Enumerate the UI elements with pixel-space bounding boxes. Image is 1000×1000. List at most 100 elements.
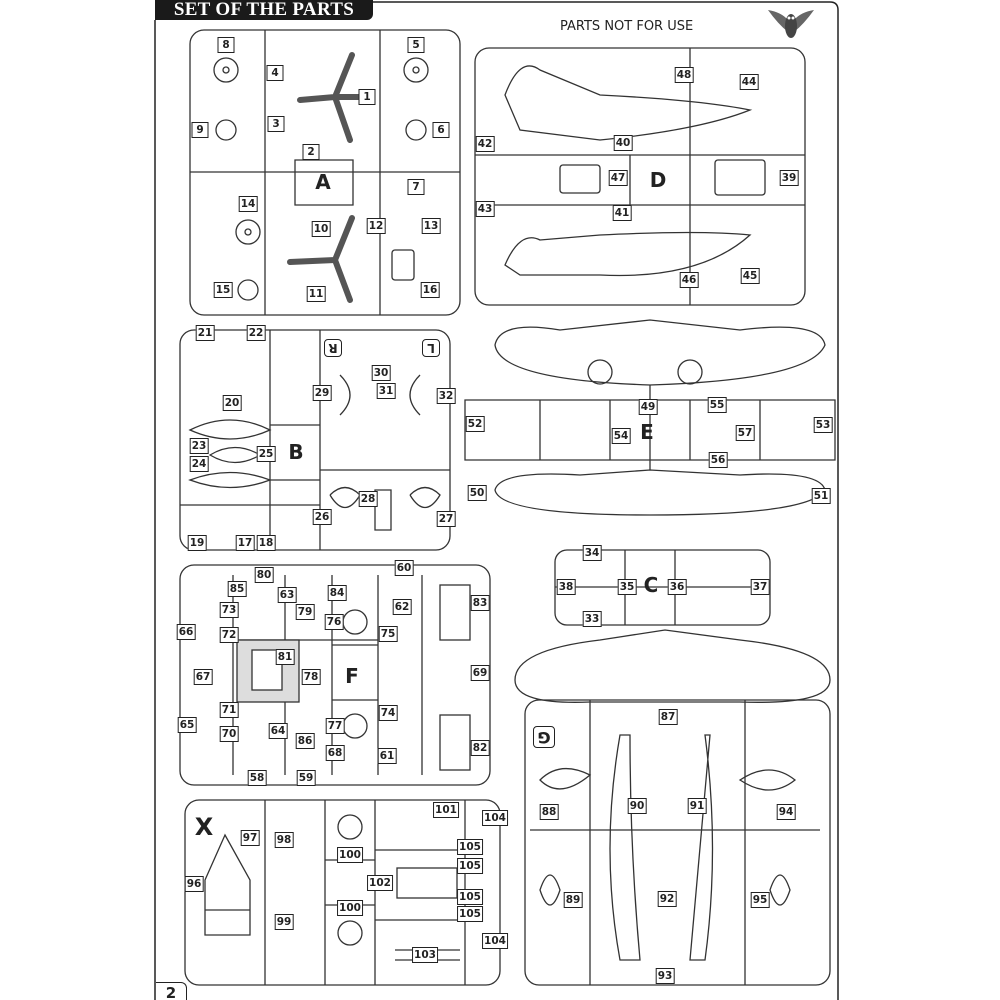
part-number-label-d: 44 <box>739 74 759 90</box>
sprue-f-letter: F <box>345 664 359 688</box>
part-number-label-f: 86 <box>295 733 315 749</box>
part-number-label-f: 85 <box>227 581 247 597</box>
part-number-label-e: 49 <box>638 399 658 415</box>
part-number-label-x: 99 <box>274 914 294 930</box>
part-number-label-b: 25 <box>256 446 276 462</box>
part-number-label-x: 102 <box>367 875 393 891</box>
part-number-label-a: 8 <box>217 37 235 53</box>
part-number-label-g: 90 <box>627 798 647 814</box>
part-number-label-b: 22 <box>246 325 266 341</box>
part-number-label-f: 65 <box>177 717 197 733</box>
part-number-label-a: 10 <box>311 221 331 237</box>
part-number-label-g: 87 <box>658 709 678 725</box>
part-number-label-d: 46 <box>679 272 699 288</box>
part-number-label-e: 51 <box>811 488 831 504</box>
part-number-label-f: 78 <box>301 669 321 685</box>
part-number-label-c: 33 <box>582 611 602 627</box>
part-number-label-c: 34 <box>582 545 602 561</box>
page-title: SET OF THE PARTS <box>155 0 373 20</box>
part-number-label-c: 36 <box>667 579 687 595</box>
sprue-g-frame <box>514 629 831 986</box>
part-number-label-g: 95 <box>750 892 770 908</box>
part-number-label-f: 76 <box>324 614 344 630</box>
part-number-label-f: 61 <box>377 748 397 764</box>
part-number-label-e: 54 <box>611 428 631 444</box>
part-number-label-f: 83 <box>470 595 490 611</box>
part-number-label-a: 7 <box>407 179 425 195</box>
part-number-label-f: 66 <box>176 624 196 640</box>
part-number-label-e: 53 <box>813 417 833 433</box>
part-number-label-f: 59 <box>296 770 316 786</box>
part-number-label-f: 82 <box>470 740 490 756</box>
part-number-label-g: 91 <box>687 798 707 814</box>
part-number-label-f: 70 <box>219 726 239 742</box>
part-number-label-x: 104 <box>482 933 508 949</box>
part-number-label-f: 68 <box>325 745 345 761</box>
part-number-label-c: 35 <box>617 579 637 595</box>
part-number-label-b: 18 <box>256 535 276 551</box>
part-number-label-b: 17 <box>235 535 255 551</box>
part-number-label-b: 31 <box>376 383 396 399</box>
part-number-label-f: 79 <box>295 604 315 620</box>
sprue-d-letter: D <box>649 168 667 192</box>
owl-icon <box>768 10 814 38</box>
part-number-label-a: 14 <box>238 196 258 212</box>
part-number-label-f: 81 <box>275 649 295 665</box>
part-number-label-a: 6 <box>432 122 450 138</box>
part-number-label-f: 72 <box>219 627 239 643</box>
sprue-a-frame <box>189 29 461 316</box>
part-number-label-b: 27 <box>436 511 456 527</box>
part-number-label-x: 100 <box>337 900 363 916</box>
sprue-e-frame <box>464 319 836 516</box>
part-number-label-g: 89 <box>563 892 583 908</box>
page-border <box>154 1 839 1000</box>
part-number-label-e: 52 <box>465 416 485 432</box>
part-number-label-a: 11 <box>306 286 326 302</box>
part-number-label-f: 80 <box>254 567 274 583</box>
part-number-label-g: 92 <box>657 891 677 907</box>
part-number-label-a: 2 <box>302 144 320 160</box>
part-number-label-a: 12 <box>366 218 386 234</box>
part-number-label-f: 74 <box>378 705 398 721</box>
part-number-label-f: 69 <box>470 665 490 681</box>
part-number-label-x: 105 <box>457 858 483 874</box>
part-number-label-d: 45 <box>740 268 760 284</box>
part-number-label-e: 50 <box>467 485 487 501</box>
part-number-label-e: 56 <box>708 452 728 468</box>
sprue-e-letter: E <box>640 420 654 444</box>
part-number-label-e: 57 <box>735 425 755 441</box>
part-number-label-e: 55 <box>707 397 727 413</box>
left-marker: L <box>422 339 440 357</box>
part-number-label-x: 100 <box>337 847 363 863</box>
sprue-a-letter: A <box>315 170 331 194</box>
sprue-c-letter: C <box>643 573 659 597</box>
part-number-label-x: 103 <box>412 947 438 963</box>
part-number-label-d: 41 <box>612 205 632 221</box>
right-marker: R <box>324 339 342 357</box>
part-number-label-a: 4 <box>266 65 284 81</box>
part-number-label-a: 1 <box>358 89 376 105</box>
part-number-label-a: 13 <box>421 218 441 234</box>
part-number-label-g: 88 <box>539 804 559 820</box>
part-number-label-b: 26 <box>312 509 332 525</box>
part-number-label-x: 105 <box>457 906 483 922</box>
part-number-label-b: 24 <box>189 456 209 472</box>
part-number-label-b: 23 <box>189 438 209 454</box>
part-number-label-x: 98 <box>274 832 294 848</box>
part-number-label-d: 48 <box>674 67 694 83</box>
part-number-label-f: 71 <box>219 702 239 718</box>
part-number-label-x: 97 <box>240 830 260 846</box>
part-number-label-x: 105 <box>457 889 483 905</box>
part-number-label-d: 47 <box>608 170 628 186</box>
part-number-label-b: 30 <box>371 365 391 381</box>
part-number-label-d: 39 <box>779 170 799 186</box>
part-number-label-b: 21 <box>195 325 215 341</box>
part-number-label-f: 67 <box>193 669 213 685</box>
part-number-label-c: 37 <box>750 579 770 595</box>
sprue-b-frame <box>179 329 451 551</box>
page-number: 2 <box>156 982 187 1000</box>
part-number-label-f: 63 <box>277 587 297 603</box>
part-number-label-f: 84 <box>327 585 347 601</box>
sprue-g-letter: G <box>533 726 555 748</box>
